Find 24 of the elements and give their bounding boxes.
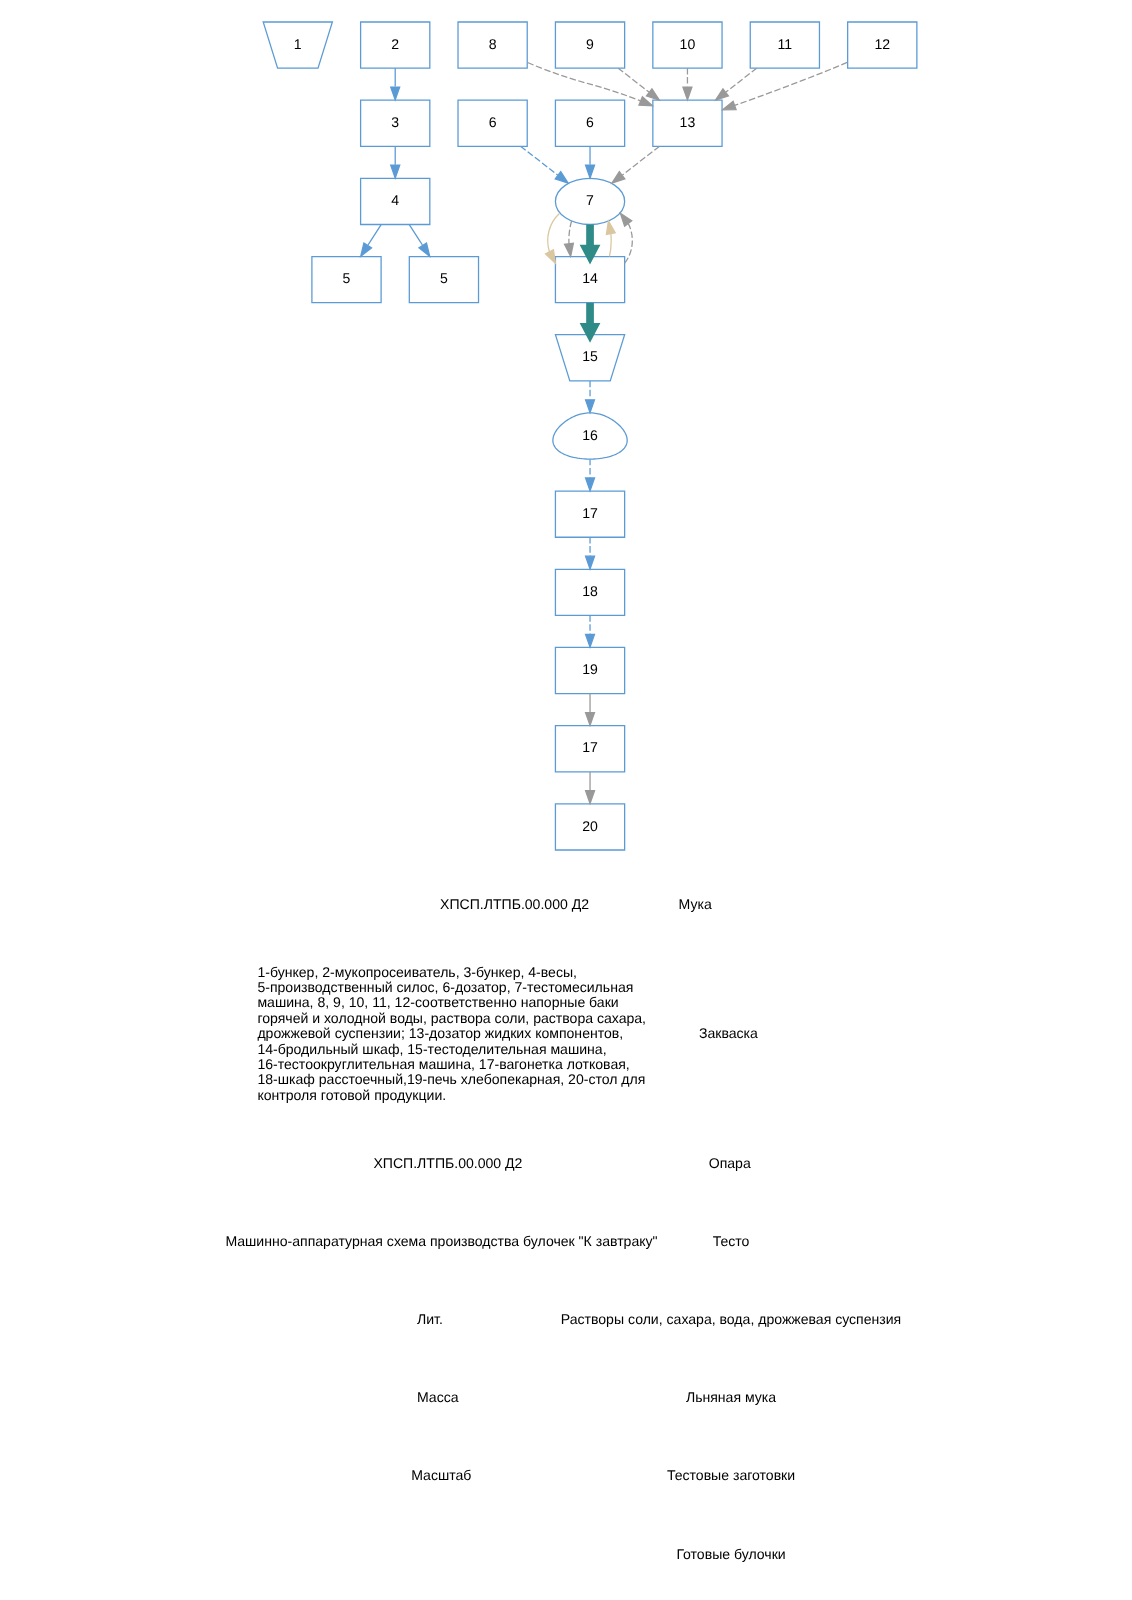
arrow [563, 220, 575, 259]
arrow [584, 771, 596, 806]
arrow [610, 145, 660, 185]
arrow [579, 302, 601, 343]
arrow [584, 693, 596, 728]
arrow [584, 145, 596, 180]
arrow [389, 145, 401, 180]
arrow [682, 67, 693, 102]
arrow [520, 145, 570, 185]
arrow [359, 223, 382, 258]
arrow [619, 211, 633, 264]
arrow [408, 223, 431, 258]
arrow [714, 67, 758, 102]
arrow [579, 224, 601, 265]
arrow [584, 614, 596, 650]
arrow [720, 61, 848, 111]
arrow [584, 380, 596, 415]
arrow [605, 219, 617, 258]
arrow [389, 67, 401, 102]
arrow [526, 61, 655, 107]
arrow [584, 536, 596, 571]
arrow [584, 458, 596, 493]
arrow [617, 67, 661, 102]
arrow [544, 212, 561, 265]
